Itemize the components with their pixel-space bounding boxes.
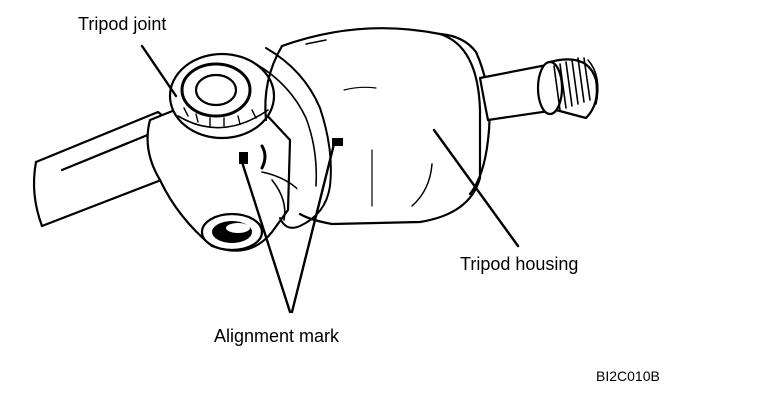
alignment-mark-housing xyxy=(332,138,343,146)
stub-shaft xyxy=(478,57,599,122)
figure-code: BI2C010B xyxy=(596,368,660,384)
tripod-housing-label: Tripod housing xyxy=(460,254,579,274)
tripod-housing xyxy=(255,27,491,229)
leader-alignment-mark-spider xyxy=(240,160,292,314)
drive-shaft xyxy=(32,110,184,228)
alignment-mark-spider xyxy=(239,152,248,164)
leader-alignment-mark-housing xyxy=(290,142,336,314)
leader-tripod-joint xyxy=(140,44,178,98)
alignment-mark-label: Alignment mark xyxy=(214,326,340,346)
tripod-joint-label: Tripod joint xyxy=(78,14,167,34)
tripod-joint xyxy=(146,52,305,252)
leader-lines xyxy=(140,44,520,314)
leader-tripod-housing xyxy=(432,128,520,248)
